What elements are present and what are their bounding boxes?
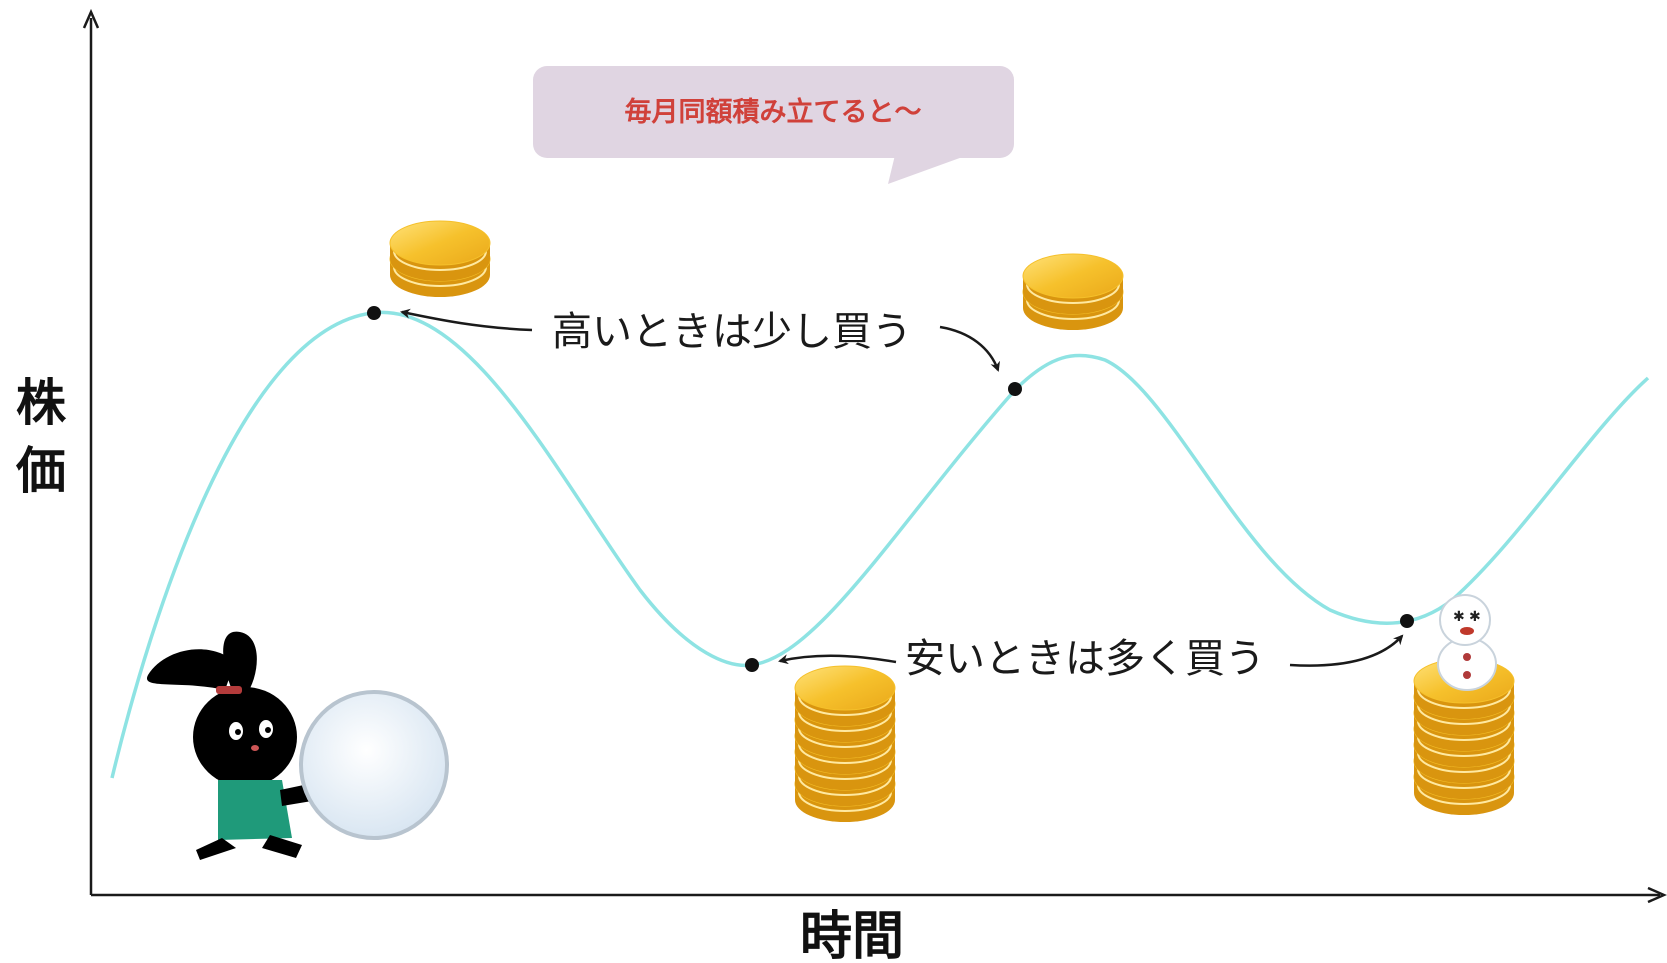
x-axis-arrow-icon xyxy=(1647,886,1667,904)
snowman-icon: ✱ ✱ xyxy=(1437,594,1497,691)
coin-highlight xyxy=(798,791,892,812)
speech-bubble-body xyxy=(533,66,1014,158)
arrow-to-low-2 xyxy=(1289,634,1404,667)
speech-bubble: 毎月同額積み立てると～ xyxy=(533,66,1014,184)
coin-highlight xyxy=(1417,752,1511,773)
coin-highlight xyxy=(798,711,892,732)
coin-highlight xyxy=(1417,784,1511,805)
annotation-high: 高いときは少し買う xyxy=(552,309,912,355)
y-axis-label-char-2: 価 xyxy=(15,442,66,500)
coin-highlight xyxy=(1417,736,1511,757)
axes xyxy=(82,8,1667,904)
arrow-to-low-1 xyxy=(778,654,897,665)
coin-highlight xyxy=(1026,283,1120,304)
y-axis-label-char-1: 株 xyxy=(16,374,67,432)
purchase-point-high-2 xyxy=(1008,382,1022,396)
svg-text:✱: ✱ xyxy=(1453,609,1465,625)
x-axis-label: 時間 xyxy=(800,907,904,963)
coin-face xyxy=(389,220,491,266)
coin-highlight xyxy=(798,695,892,716)
coin-highlight xyxy=(798,775,892,796)
coin-face xyxy=(1022,253,1124,299)
coin-stack-icon xyxy=(794,665,896,822)
coin-highlight xyxy=(798,759,892,780)
coin-highlight xyxy=(1026,299,1120,320)
coin-highlight xyxy=(1417,704,1511,725)
coin-highlight xyxy=(1417,720,1511,741)
purchase-point-low-2 xyxy=(1400,614,1414,628)
snowball-icon xyxy=(299,690,449,840)
speech-bubble-text: 毎月同額積み立てると～ xyxy=(625,96,922,128)
coin-stack-icon xyxy=(389,220,491,297)
purchase-point-low-1 xyxy=(745,658,759,672)
speech-bubble-tail xyxy=(888,155,968,184)
coin-highlight xyxy=(1417,768,1511,789)
coin-highlight xyxy=(1417,688,1511,709)
annotation-low: 安いときは多く買う xyxy=(905,636,1265,682)
svg-text:✱: ✱ xyxy=(1469,609,1481,625)
rabbit-character-icon xyxy=(146,631,318,860)
coin-stack-icon xyxy=(1022,253,1124,330)
coin-highlight xyxy=(798,743,892,764)
arrow-to-high-1 xyxy=(400,308,533,332)
arrow-to-high-2 xyxy=(939,325,1000,372)
coin-face xyxy=(794,665,896,711)
y-axis-arrow-icon xyxy=(82,8,100,29)
coin-highlight xyxy=(393,266,487,287)
coin-highlight xyxy=(798,727,892,748)
purchase-point-high-1 xyxy=(367,306,381,320)
coin-highlight xyxy=(393,250,487,271)
